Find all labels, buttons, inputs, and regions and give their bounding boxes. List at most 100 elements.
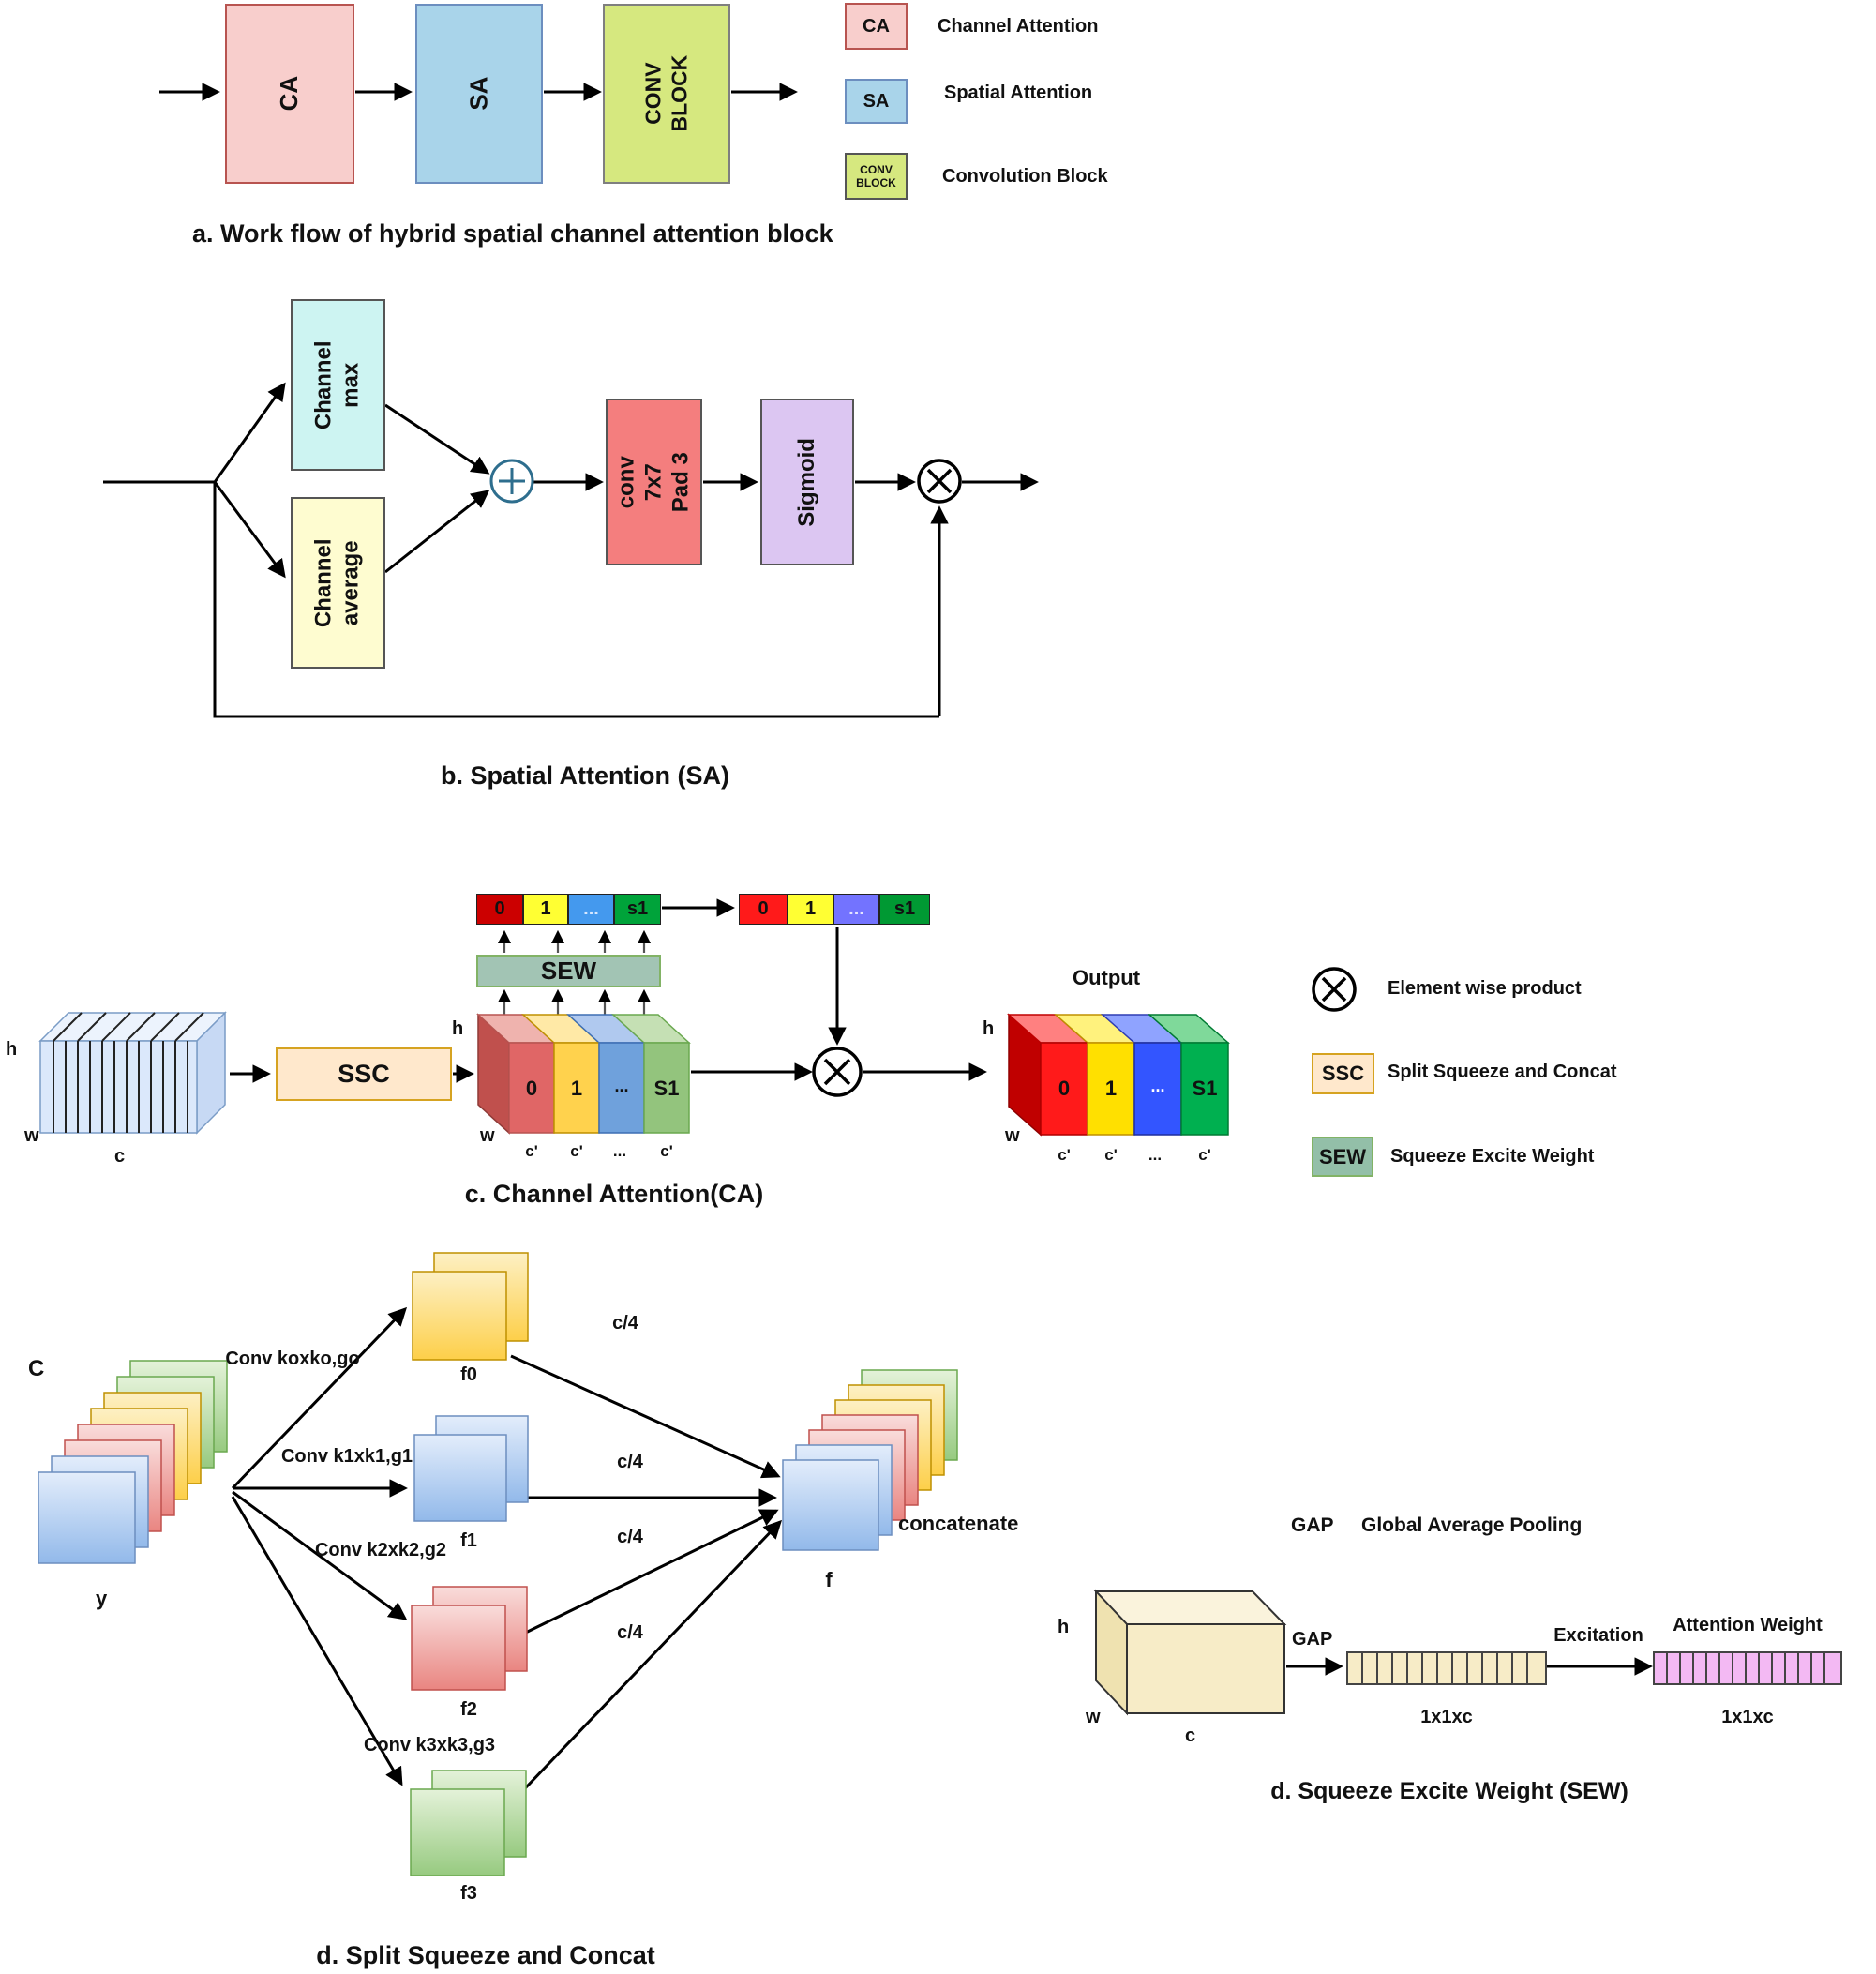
ca-block: CA bbox=[225, 4, 354, 184]
dim-dots: ... bbox=[1148, 1146, 1163, 1164]
weight-cell: s1 bbox=[879, 894, 930, 925]
legend-ssc-swatch-label: SSC bbox=[1321, 1062, 1365, 1085]
weight-cell: 1 bbox=[788, 894, 833, 925]
legend-sew-swatch: SEW bbox=[1312, 1137, 1373, 1177]
output-tensor-stack bbox=[1007, 1013, 1230, 1137]
weight-cell: 0 bbox=[739, 894, 788, 925]
weight-cell-label: ... bbox=[848, 898, 864, 919]
dim-c-prime: c' bbox=[1058, 1146, 1071, 1164]
f-pair-label: f3 bbox=[460, 1883, 477, 1904]
dim-c-prime: c' bbox=[1198, 1146, 1211, 1164]
input-feature-stack bbox=[38, 1360, 228, 1564]
legend-sa-swatch-label: SA bbox=[863, 90, 890, 112]
panel-b-caption: b. Spatial Attention (SA) bbox=[441, 761, 729, 790]
weight-cell-label: 0 bbox=[758, 898, 769, 919]
excitation-label: Excitation bbox=[1553, 1625, 1643, 1646]
sew-bar-label: SEW bbox=[540, 957, 597, 985]
dim-h: h bbox=[6, 1039, 18, 1060]
dim-w: w bbox=[1086, 1707, 1101, 1727]
attention-weight-label: Attention Weight bbox=[1673, 1615, 1823, 1635]
panel-c-caption: c. Channel Attention(CA) bbox=[464, 1180, 764, 1208]
legend-ca-swatch-label: CA bbox=[863, 15, 890, 37]
weight-cell-label: s1 bbox=[893, 898, 916, 919]
legend-ssc-swatch: SSC bbox=[1312, 1053, 1374, 1094]
slab-label: 0 bbox=[525, 1077, 538, 1100]
dim-dots: ... bbox=[612, 1142, 627, 1160]
legend-product-icon bbox=[1312, 967, 1357, 1012]
dim-c-prime: c' bbox=[660, 1142, 673, 1160]
dim-c-prime: c' bbox=[570, 1142, 583, 1160]
legend-conv-label: Convolution Block bbox=[942, 166, 1108, 187]
weight-cell: ... bbox=[568, 894, 614, 925]
split-tensor-stack bbox=[476, 1013, 691, 1135]
vector-1x1xc-label: 1x1xc bbox=[1721, 1707, 1774, 1727]
attention-weight-bar bbox=[1653, 1651, 1842, 1685]
output-slab-label: 0 bbox=[1058, 1077, 1071, 1100]
legend-ssc-label: Split Squeeze and Concat bbox=[1388, 1062, 1617, 1082]
legend-product-label: Element wise product bbox=[1388, 978, 1582, 999]
vector-1x1xc-label: 1x1xc bbox=[1420, 1707, 1473, 1727]
dim-w: w bbox=[1005, 1125, 1020, 1146]
weight-cell-label: s1 bbox=[626, 898, 649, 919]
legend-ca-label: Channel Attention bbox=[938, 16, 1099, 37]
conv-branch-label: Conv k1xk1,g1 bbox=[280, 1446, 413, 1467]
dim-c-prime: c' bbox=[525, 1142, 538, 1160]
sew-cuboid bbox=[1093, 1589, 1287, 1716]
ssc-box-label: SSC bbox=[338, 1060, 390, 1088]
concatenated-stack bbox=[782, 1369, 958, 1551]
panel-sew-caption: d. Squeeze Excite Weight (SEW) bbox=[1270, 1778, 1628, 1804]
f-pair-label: f0 bbox=[460, 1364, 477, 1385]
dim-h: h bbox=[452, 1018, 464, 1039]
sew-bar: SEW bbox=[476, 955, 661, 987]
channel-average-block: Channel average bbox=[291, 497, 385, 669]
conv7x7-label: conv 7x7 Pad 3 bbox=[613, 451, 693, 513]
gap-abbr-label: GAP bbox=[1291, 1514, 1334, 1536]
multiply-circle-icon bbox=[917, 459, 962, 504]
c4-label: c/4 bbox=[617, 1622, 643, 1643]
plus-circle-icon bbox=[489, 459, 534, 504]
dim-h: h bbox=[983, 1018, 995, 1039]
dim-w: w bbox=[24, 1125, 39, 1146]
c4-label: c/4 bbox=[617, 1527, 643, 1547]
dim-c: c bbox=[114, 1146, 126, 1167]
weight-cell: s1 bbox=[614, 894, 661, 925]
conv-branch-label: Conv k3xk3,g3 bbox=[363, 1735, 496, 1756]
legend-sew-label: Squeeze Excite Weight bbox=[1390, 1146, 1595, 1167]
sigmoid-label: Sigmoid bbox=[793, 437, 819, 527]
gap-vector-bar bbox=[1346, 1651, 1547, 1685]
weight-cell: 1 bbox=[523, 894, 568, 925]
weight-cell-label: 1 bbox=[540, 898, 551, 919]
sa-block-label: SA bbox=[464, 76, 493, 112]
ssc-box: SSC bbox=[276, 1047, 452, 1101]
weight-cell: 0 bbox=[476, 894, 523, 925]
dim-c: c bbox=[1185, 1725, 1196, 1746]
dim-c-prime: c' bbox=[1104, 1146, 1118, 1164]
dim-w: w bbox=[480, 1125, 495, 1146]
f-output-label: f bbox=[825, 1568, 833, 1591]
slab-label: ... bbox=[614, 1077, 629, 1095]
panel-d-caption: d. Split Squeeze and Concat bbox=[316, 1941, 655, 1969]
sa-block: SA bbox=[415, 4, 543, 184]
panel-c-arrows bbox=[230, 898, 987, 1083]
sigmoid-block: Sigmoid bbox=[760, 399, 854, 565]
legend-conv-swatch: CONV BLOCK bbox=[845, 153, 908, 200]
legend-ca-swatch: CA bbox=[845, 3, 908, 50]
output-slab-label: ... bbox=[1150, 1077, 1165, 1095]
legend-sa-swatch: SA bbox=[845, 79, 908, 124]
legend-sew-swatch-label: SEW bbox=[1318, 1144, 1367, 1168]
weight-cell-label: 0 bbox=[494, 898, 505, 919]
gap-arrow-label: GAP bbox=[1292, 1629, 1333, 1650]
dim-h: h bbox=[1058, 1617, 1070, 1637]
f-pair-label: f1 bbox=[460, 1530, 477, 1551]
split-feature-pairs bbox=[410, 1252, 529, 1876]
slab-label: 1 bbox=[570, 1077, 583, 1100]
concatenate-label: concatenate bbox=[898, 1512, 1019, 1535]
sew-flow-arrows bbox=[497, 929, 652, 1017]
panel-d-arrows bbox=[231, 1306, 783, 1810]
panel-a-caption: a. Work flow of hybrid spatial channel a… bbox=[192, 219, 833, 248]
slab-label: S1 bbox=[653, 1077, 680, 1100]
conv-branch-label: Conv k2xk2,g2 bbox=[314, 1540, 447, 1560]
output-title: Output bbox=[1072, 966, 1141, 989]
